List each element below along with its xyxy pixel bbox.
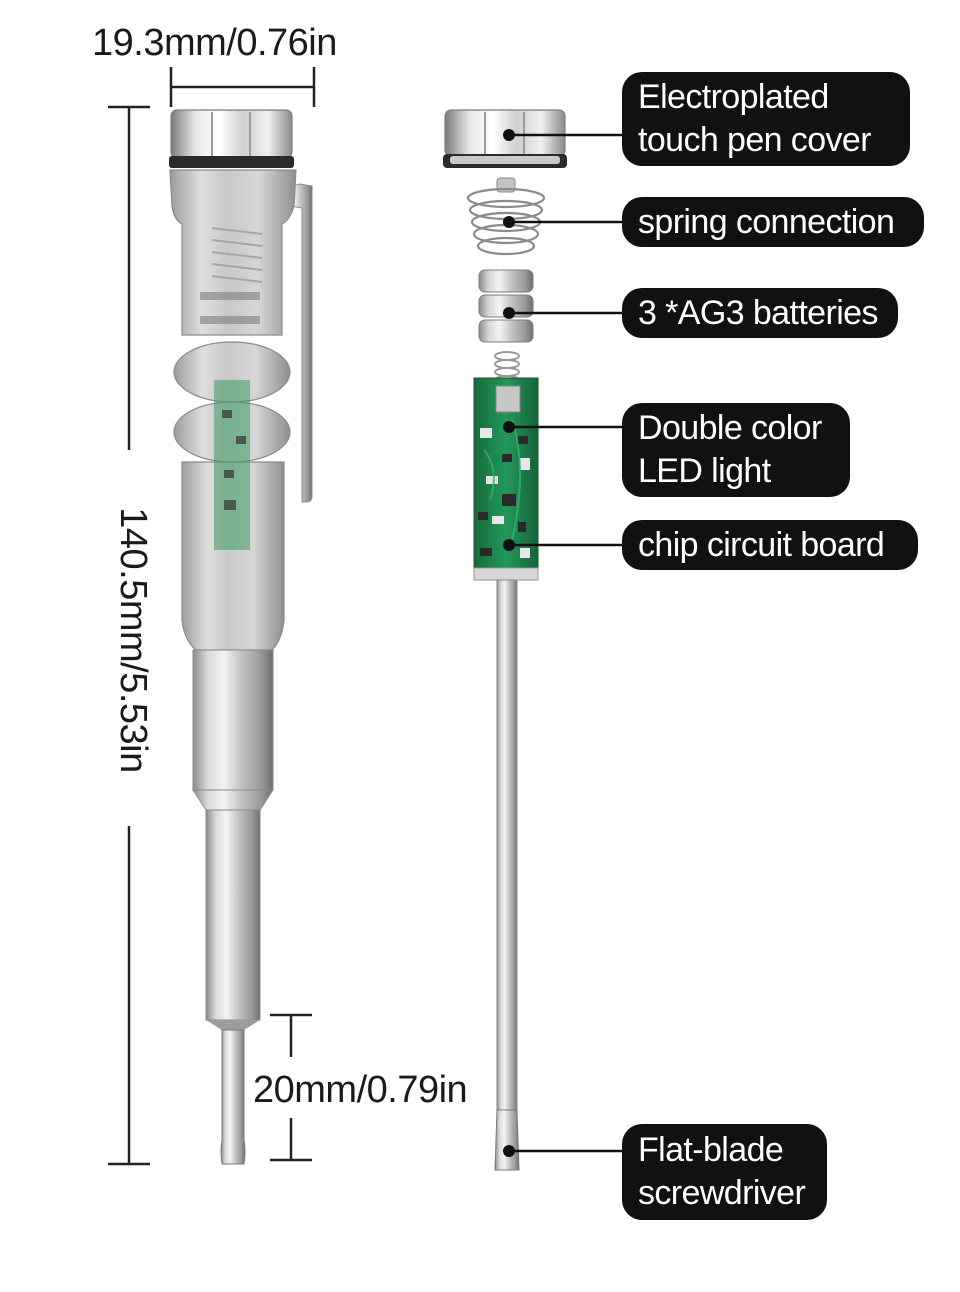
inner-circuit-board: [214, 380, 250, 550]
blade-dimension-label: 20mm/0.79in: [253, 1069, 468, 1111]
exploded-blade: [494, 1109, 520, 1171]
callout-circuit-board: chip circuit board: [622, 520, 918, 570]
callout-batteries-line1: 3 *AG3 batteries: [638, 293, 878, 332]
callout-spring-line1: spring connection: [638, 202, 895, 241]
width-dimension-lines: [169, 67, 316, 107]
width-dimension-label: 19.3mm/0.76in: [92, 22, 337, 64]
tester-upper-body: [169, 169, 297, 336]
callout-blade-line2: screwdriver: [638, 1174, 806, 1212]
tester-cap: [170, 109, 293, 159]
exploded-shaft: [496, 579, 518, 1151]
tester-neck: [192, 649, 274, 791]
callout-batteries: 3 *AG3 batteries: [622, 288, 898, 338]
callout-flat-blade-screwdriver: Flat-blade screwdriver: [622, 1124, 827, 1220]
callout-cover-line2: touch pen cover: [638, 121, 872, 159]
tester-shaft: [205, 809, 261, 1021]
callout-spring-connection: spring connection: [622, 197, 924, 247]
leader-lines: [509, 133, 624, 1153]
callout-touch-pen-cover: Electroplated touch pen cover: [622, 72, 910, 166]
exploded-batteries: [478, 269, 534, 343]
length-dimension-lines: [108, 105, 150, 1166]
leader-dots: [503, 129, 515, 1157]
pocket-clip: [282, 183, 313, 503]
callout-led-light: Double color LED light: [622, 403, 850, 497]
tester-blade: [220, 1029, 246, 1165]
blade-dimension-lines: [270, 1013, 312, 1162]
callout-led-line2: LED light: [638, 452, 771, 490]
exploded-cover: [443, 109, 567, 168]
exploded-view: [443, 109, 567, 1171]
callout-blade-line1: Flat-blade: [638, 1131, 784, 1169]
exploded-spring: [466, 177, 546, 256]
callout-board-line1: chip circuit board: [638, 525, 885, 564]
callout-led-line1: Double color: [638, 409, 822, 447]
length-dimension-label: 140.5mm/5.53in: [112, 507, 154, 773]
assembled-tester: [169, 109, 313, 1165]
callout-cover-line1: Electroplated: [638, 78, 829, 116]
